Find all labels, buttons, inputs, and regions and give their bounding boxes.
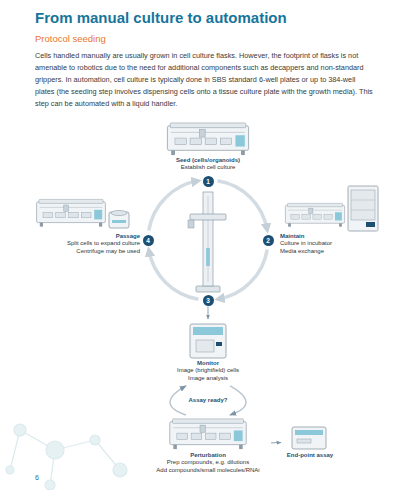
stage-seed: Seed (cells/organoids)Establish cell cul… — [150, 120, 266, 172]
callout-number: 1 — [203, 176, 214, 187]
step-number: 3 — [203, 295, 214, 306]
stage-text: Image (brightfield) cells — [150, 367, 266, 374]
stage-endpoint: End-point assay — [282, 424, 338, 459]
stage-text: Centrifuge may be used — [40, 248, 140, 255]
stage-heading: Maintain — [280, 233, 376, 240]
stage-heading: End-point assay — [282, 452, 338, 459]
stage-perturbation: PerturbationPrep compounds, e.g. dilutio… — [146, 416, 270, 474]
callout-number: 2 — [263, 235, 274, 246]
stage-maintain: MaintainCulture in incubatorMedia exchan… — [280, 233, 376, 255]
stage-text: Media exchange — [280, 248, 376, 255]
body-paragraph: Cells handled manually are usually grown… — [35, 50, 375, 110]
step-number: 4 — [143, 235, 154, 246]
step-number: 1 — [203, 176, 214, 187]
section-heading: Protocol seeding — [35, 33, 106, 44]
cycle-arrow — [218, 250, 267, 300]
flow-arrow — [208, 307, 209, 320]
callout-number: 3 — [203, 295, 214, 306]
stage-heading: Passage — [40, 233, 140, 240]
stage-text: Image analysis — [150, 375, 266, 382]
cycle-arrow — [149, 181, 198, 231]
step-number: 2 — [263, 235, 274, 246]
stage-passage: PassageSplit cells to expand cultureCent… — [40, 233, 140, 255]
stage-text: Add compounds/small molecules/RNAi — [146, 467, 270, 474]
stage-heading: Seed (cells/organoids) — [150, 157, 266, 164]
stage-heading: Perturbation — [146, 452, 270, 459]
callout-number: 4 — [143, 235, 154, 246]
flow-arrow — [271, 442, 281, 443]
cycle-arrow — [149, 250, 199, 299]
stage-text: Culture in incubator — [280, 240, 376, 247]
stage-heading: Monitor — [150, 360, 266, 367]
stage-monitor: MonitorImage (brightfield) cellsImage an… — [150, 320, 266, 385]
stage-text: Prep compounds, e.g. dilutions — [146, 459, 270, 466]
stage-text: Split cells to expand culture — [40, 240, 140, 247]
page-title: From manual culture to automation — [35, 9, 287, 26]
cycle-arrow — [218, 181, 268, 230]
page-number: 6 — [35, 474, 39, 481]
decision-label: Assay ready? — [183, 396, 233, 406]
stage-text: Establish cell culture — [150, 164, 266, 171]
